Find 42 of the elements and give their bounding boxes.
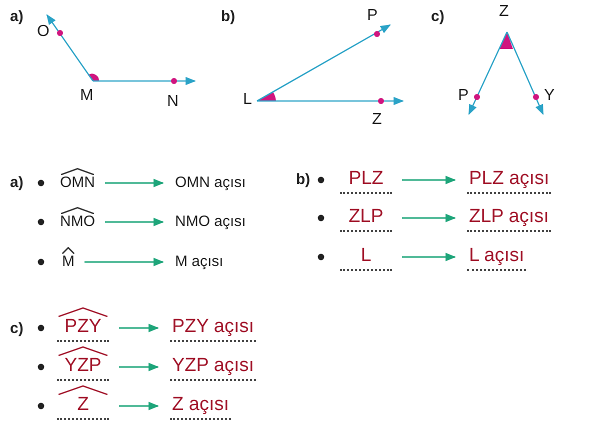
angle-text: NMO xyxy=(60,212,95,232)
point-label: P xyxy=(367,6,378,26)
arrow xyxy=(84,258,164,266)
answer-text: PZY açısı xyxy=(170,314,256,342)
arrow xyxy=(105,218,164,226)
point-label: P xyxy=(458,86,469,106)
arrow xyxy=(402,252,456,262)
answer-text: L xyxy=(340,243,392,271)
answer-text: Z açısı xyxy=(170,392,232,420)
part-label: a) xyxy=(10,7,24,27)
angle-text: M xyxy=(62,252,74,272)
arrow xyxy=(119,402,160,410)
part-label: c) xyxy=(10,319,24,339)
answer-text: ZLP xyxy=(340,204,392,232)
angle-text: OMN xyxy=(60,173,95,193)
arrow xyxy=(119,324,160,332)
arrow xyxy=(105,178,164,188)
angle-text: NMO açısı xyxy=(175,212,246,232)
point-label: N xyxy=(167,92,179,112)
angle-text: OMN açısı xyxy=(175,173,246,193)
answer-text: YZP açısı xyxy=(170,353,256,381)
answer-text: L açısı xyxy=(467,243,526,271)
part-label: c) xyxy=(431,7,444,27)
point-label: Z xyxy=(372,110,382,130)
answer-text: PZY xyxy=(57,314,109,342)
part-label: a) xyxy=(10,173,24,193)
point-label: M xyxy=(80,86,94,106)
point-label: Y xyxy=(544,86,555,106)
point-label: Z xyxy=(499,2,509,22)
answer-text: ZLP açısı xyxy=(467,204,551,232)
answer-text: PLZ xyxy=(340,166,392,194)
answer-text: PLZ açısı xyxy=(467,166,552,194)
answer-text: Z xyxy=(57,392,109,420)
answer-text: YZP xyxy=(57,353,109,381)
angle-text: M açısı xyxy=(175,252,224,272)
arrow xyxy=(119,362,160,372)
arrow xyxy=(402,176,456,184)
point-label: L xyxy=(243,90,252,110)
arrow xyxy=(402,214,456,222)
part-label: b) xyxy=(221,7,236,27)
point-label: O xyxy=(37,22,50,42)
part-label: b) xyxy=(296,170,310,190)
